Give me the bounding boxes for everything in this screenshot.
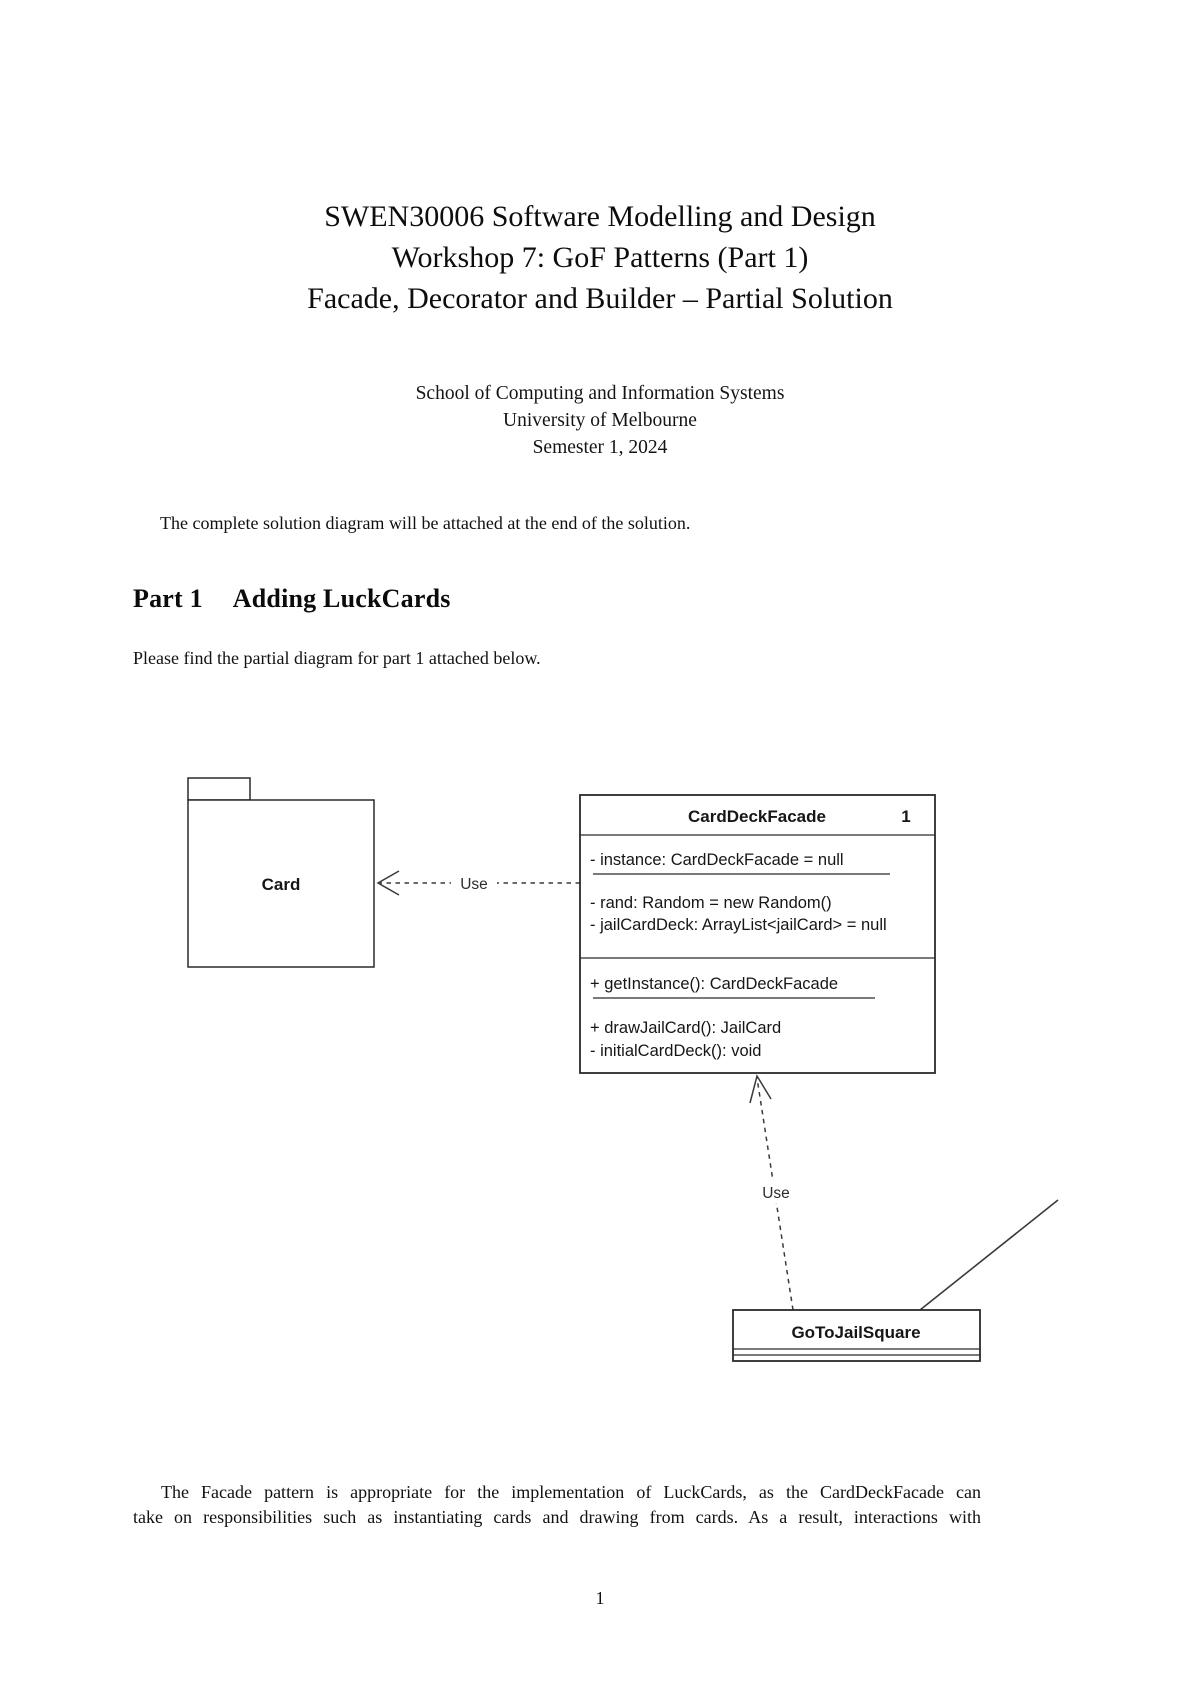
facade-method: + drawJailCard(): JailCard — [590, 1019, 781, 1037]
use-label-bg — [754, 1181, 798, 1203]
facade-class-name: CardDeckFacade — [688, 807, 826, 826]
affiliation-line: University of Melbourne — [503, 410, 697, 431]
document-title: SWEN30006 Software Modelling and Design … — [0, 196, 1200, 319]
gotojail-class-name: GoToJailSquare — [791, 1323, 920, 1342]
page-number: 1 — [595, 1588, 605, 1608]
open-arrowhead-up-icon — [749, 1074, 772, 1104]
card-package: Card — [187, 777, 375, 968]
section-title: Adding LuckCards — [232, 584, 451, 613]
card-package-label: Card — [262, 875, 301, 894]
gotojail-class-box — [732, 1309, 981, 1362]
section-number: Part 1 — [133, 584, 203, 613]
facade-class: CardDeckFacade 1 - instance: CardDeckFac… — [579, 794, 936, 1074]
facade-attribute: - instance: CardDeckFacade = null — [590, 851, 844, 869]
title-line: SWEN30006 Software Modelling and Design — [324, 200, 876, 233]
closing-paragraph-line: take on responsibilities such as instant… — [133, 1506, 981, 1527]
gotojail-class: GoToJailSquare — [732, 1309, 981, 1362]
card-package-tab — [187, 777, 251, 801]
affiliation-line: School of Computing and Information Syst… — [415, 383, 785, 404]
use-label: Use — [762, 1185, 790, 1202]
facade-attribute: - jailCardDeck: ArrayList<jailCard> = nu… — [590, 916, 887, 934]
association-line-partial — [919, 1199, 1059, 1311]
uml-diagram: Use Use Card CardDeckFacade 1 - instance… — [187, 777, 1059, 1362]
facade-multiplicity: 1 — [901, 807, 910, 826]
facade-class-box — [579, 794, 936, 1074]
facade-method: + getInstance(): CardDeckFacade — [590, 975, 838, 993]
intro-paragraph: The complete solution diagram will be at… — [160, 513, 691, 533]
title-line: Workshop 7: GoF Patterns (Part 1) — [391, 241, 809, 274]
card-package-body — [187, 799, 375, 968]
affiliation-line: Semester 1, 2024 — [532, 437, 668, 458]
use-label-bg — [451, 871, 497, 894]
facade-attribute: - rand: Random = new Random() — [590, 894, 832, 912]
facade-method: - initialCardDeck(): void — [590, 1042, 761, 1060]
affiliation-block: School of Computing and Information Syst… — [0, 380, 1200, 461]
open-arrowhead-left-icon — [376, 870, 400, 896]
closing-paragraph: The Facade pattern is appropriate for th… — [133, 1480, 981, 1529]
part1-paragraph: Please find the partial diagram for part… — [133, 648, 541, 668]
title-line: Facade, Decorator and Builder – Partial … — [307, 282, 893, 315]
use-label: Use — [460, 876, 488, 893]
section-heading: Part 1 Adding LuckCards — [133, 584, 451, 614]
closing-paragraph-line: The Facade pattern is appropriate for th… — [161, 1482, 981, 1502]
